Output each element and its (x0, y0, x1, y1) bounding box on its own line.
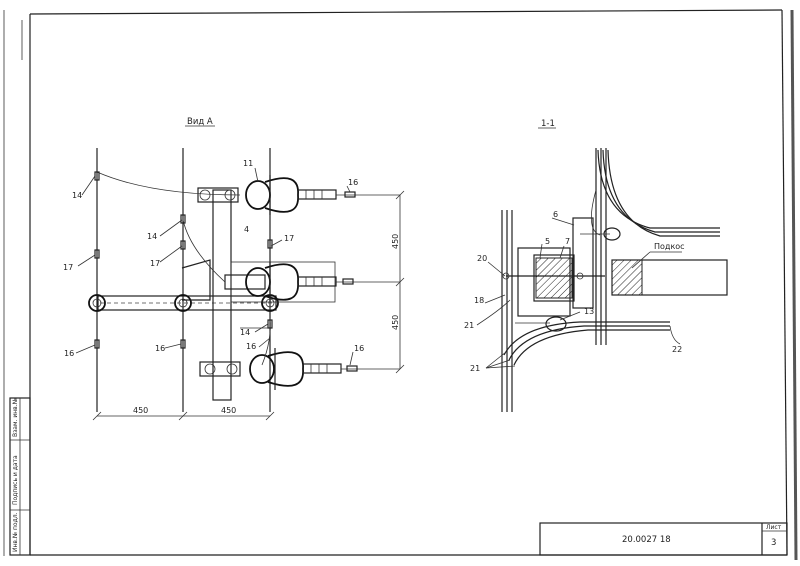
insulator-top (197, 175, 400, 215)
stamp-cell-replace: Взам. инв.№ (12, 398, 19, 437)
doc-code: 20.0027 18 (622, 535, 671, 545)
label-7: 7 (565, 237, 570, 246)
label-18: 18 (474, 296, 484, 305)
label-14-mid: 14 (147, 232, 157, 241)
label-20: 20 (477, 254, 487, 263)
label-21-top: 21 (464, 321, 474, 330)
dim-width-2: 450 (221, 406, 236, 415)
sheet-frame (3, 9, 798, 561)
insulator-bottom (199, 348, 400, 390)
conductor-sag (96, 171, 241, 196)
strut-section (611, 259, 643, 296)
label-4: 4 (244, 225, 249, 234)
label-16-top: 16 (348, 178, 358, 187)
sheet-label: Лист (766, 524, 782, 531)
view-a: Вид А (63, 117, 405, 421)
label-17-left: 17 (63, 263, 73, 272)
view-a-title: Вид А (187, 117, 213, 127)
label-16-left: 16 (64, 349, 74, 358)
wooden-block (535, 257, 573, 299)
dim-width-1: 450 (133, 406, 148, 415)
label-11: 11 (243, 159, 253, 168)
side-stamp: Взам. инв.№ Подпись и дата Инв.№ подл. (9, 397, 31, 556)
label-16-right: 16 (354, 344, 364, 353)
label-6: 6 (553, 210, 558, 219)
stamp-cell-signature: Подпись и дата (12, 455, 19, 505)
section-title: 1-1 (541, 119, 555, 129)
dimensions: 450 450 450 450 (92, 190, 405, 421)
label-16-low: 16 (246, 342, 256, 351)
section-1-1: 1-1 Подкос (464, 119, 728, 412)
podkos-label: Подкос (654, 242, 685, 251)
label-21-bottom: 21 (470, 364, 480, 373)
dim-height-2: 450 (391, 315, 400, 330)
label-14-low: 14 (240, 328, 250, 337)
label-17-mid: 17 (150, 259, 160, 268)
stamp-cell-inventory: Инв.№ подл. (12, 512, 19, 552)
label-14-left: 14 (72, 191, 82, 200)
sheet-number: 3 (771, 538, 776, 548)
label-5: 5 (545, 237, 550, 246)
dim-height-1: 450 (391, 234, 400, 249)
label-17-right: 17 (284, 234, 294, 243)
label-16-mid: 16 (155, 344, 165, 353)
title-block: 20.0027 18 Лист 3 (539, 522, 788, 556)
label-22: 22 (672, 345, 682, 354)
label-13: 13 (584, 307, 594, 316)
